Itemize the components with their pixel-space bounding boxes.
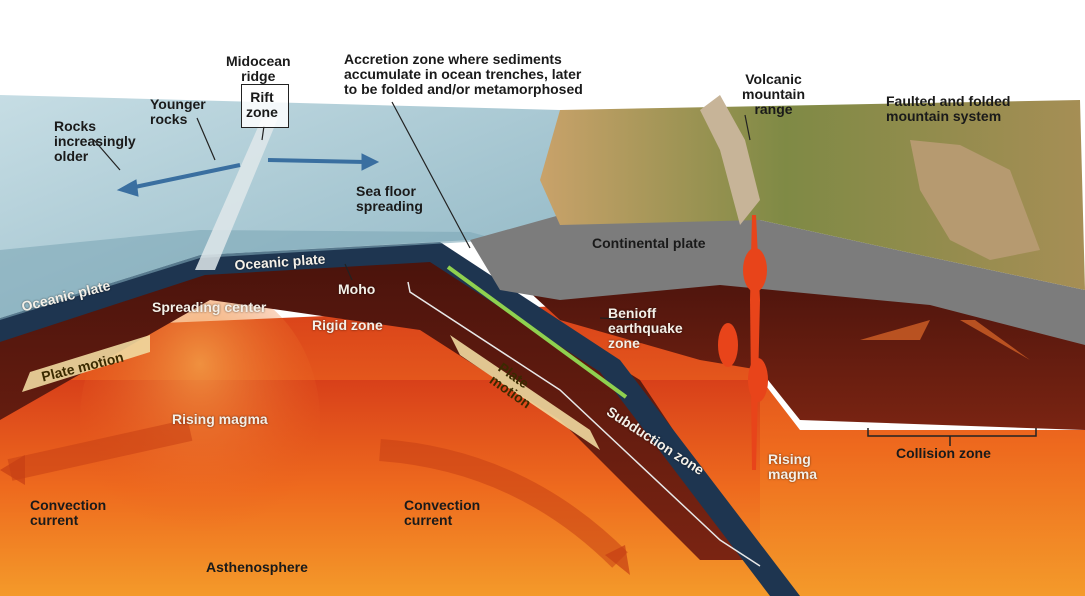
label-benioff-zone: Benioff earthquake zone [608, 305, 683, 351]
label-younger-rocks: Younger rocks [150, 96, 206, 127]
label-rigid-zone: Rigid zone [312, 317, 383, 333]
label-midocean-ridge: Midocean ridge [226, 53, 291, 84]
ridge-crest [195, 118, 278, 270]
spreading-arrows [116, 153, 380, 197]
label-moho: Moho [338, 281, 376, 297]
label-collision-zone: Collision zone [896, 445, 991, 461]
benioff-zone-line [407, 281, 761, 567]
plate-motion-arrows [22, 335, 600, 450]
rift-zone-box [241, 84, 289, 128]
label-rift-zone: Rift zone [246, 89, 278, 120]
volcanic-range-shape [700, 95, 760, 225]
oceanic-plate-band [0, 242, 800, 596]
label-convection-left: Convection current [30, 497, 107, 528]
label-accretion-zone: Accretion zone where sediments accumulat… [344, 51, 583, 97]
label-volcanic-range: Volcanic mountain range [742, 71, 805, 117]
label-rising-magma-left: Rising magma [172, 411, 268, 427]
label-asthenosphere: Asthenosphere [206, 559, 308, 575]
label-spreading-center: Spreading center [152, 299, 267, 315]
lithosphere-left [0, 255, 760, 560]
leader-lines [93, 101, 751, 321]
highlight-line [446, 265, 628, 399]
label-continental-plate: Continental plate [592, 235, 706, 251]
label-rising-magma-right: Rising magma [768, 451, 818, 482]
continental-plate-shape [470, 215, 1085, 345]
label-sea-floor-spreading: Sea floor spreading [356, 183, 423, 214]
collision-zone-bracket [867, 428, 1037, 446]
label-rocks-older: Rocks increasingly older [54, 118, 136, 164]
faulted-mountains-shape [910, 140, 1040, 260]
convection-arrows [7, 419, 628, 568]
label-faulted-folded: Faulted and folded mountain system [886, 93, 1011, 124]
label-convection-center: Convection current [404, 497, 481, 528]
